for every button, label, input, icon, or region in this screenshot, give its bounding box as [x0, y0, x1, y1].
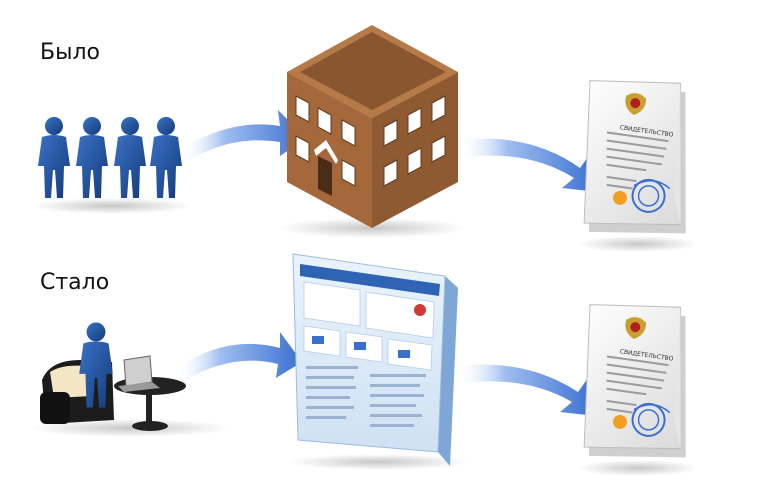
government-portal-icon [288, 253, 468, 470]
certificate-document-icon: СВИДЕТЕЛЬСТВО [568, 293, 708, 477]
curved-arrow-icon [176, 332, 302, 382]
row-label-before: Было [40, 40, 100, 65]
office-building-icon [277, 25, 467, 238]
curved-arrow-icon [456, 364, 596, 416]
person-at-laptop-icon [30, 322, 230, 437]
row-label-after: Стало [40, 270, 110, 295]
queue-of-people-icon [32, 117, 192, 214]
curved-arrow-icon [180, 110, 306, 162]
curved-arrow-icon [458, 138, 598, 192]
certificate-document-icon: СВИДЕТЕЛЬСТВО [568, 69, 708, 254]
